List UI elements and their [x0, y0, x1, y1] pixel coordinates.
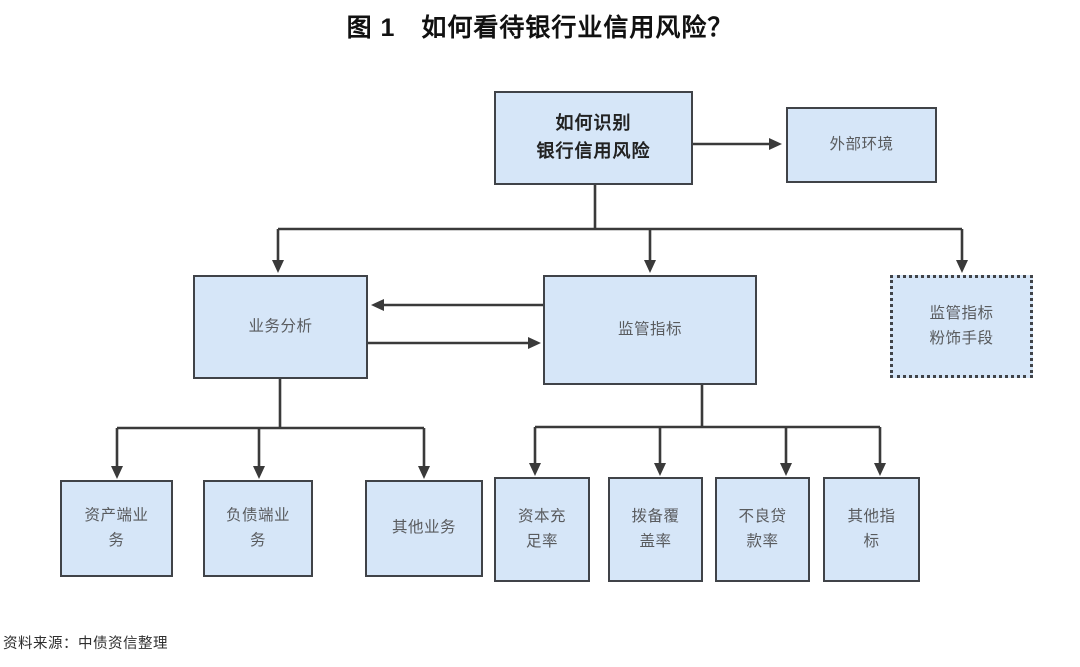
figure-title: 图 1 如何看待银行业信用风险？ [346, 14, 734, 42]
node-asset-side-business: 资产端业 务 [60, 480, 173, 577]
node-capital-adequacy-ratio: 资本充 足率 [494, 477, 590, 582]
node-root: 如何识别 银行信用风险 [494, 91, 693, 185]
node-npl-ratio: 不良贷 款率 [715, 477, 810, 582]
node-whitewash-methods: 监管指标 粉饰手段 [890, 275, 1033, 378]
node-business-analysis: 业务分析 [193, 275, 368, 379]
node-other-business: 其他业务 [365, 480, 483, 577]
source-note: 资料来源：中债资信整理 [3, 636, 168, 652]
node-external-environment: 外部环境 [786, 107, 937, 183]
node-liability-side-business: 负债端业 务 [203, 480, 313, 577]
node-other-indicators: 其他指 标 [823, 477, 920, 582]
node-regulatory-indicators: 监管指标 [543, 275, 757, 385]
node-provision-coverage-ratio: 拨备覆 盖率 [608, 477, 703, 582]
